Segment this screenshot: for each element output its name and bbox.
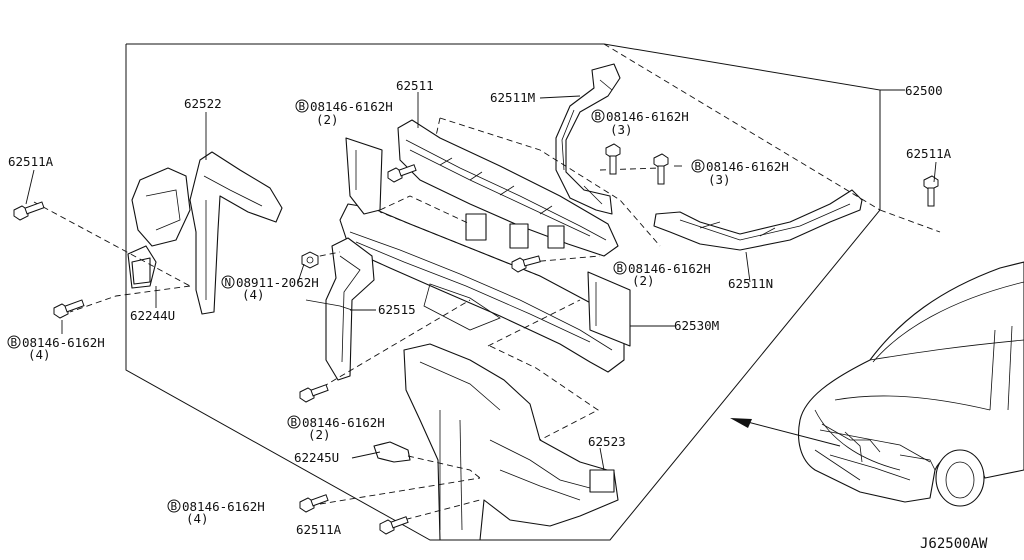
label-62511A-bottom: 62511A (296, 522, 342, 537)
callout-bolt-left: B 08146-6162H (4) (7, 335, 105, 362)
callout-bolt-mid-center: B 08146-6162H (2) (287, 415, 385, 442)
callout-bolt-mid-right: B 08146-6162H (2) (613, 261, 711, 288)
assembly-outline (125, 43, 905, 541)
callout-nut-center: N 08911-2062H (4) (221, 275, 319, 302)
upper-core-support (397, 119, 619, 257)
label-62515: 62515 (378, 302, 416, 317)
bolt-icon (653, 153, 669, 185)
svg-text:(4): (4) (242, 287, 265, 302)
label-62511: 62511 (396, 78, 434, 93)
side-member-62511M (555, 63, 621, 215)
vehicle-illustration (797, 261, 1024, 507)
svg-text:08146-6162H: 08146-6162H (302, 415, 385, 430)
svg-text:(3): (3) (610, 122, 633, 137)
callout-bolt-top-right: B 08146-6162H (3) (591, 109, 689, 137)
svg-text:(4): (4) (28, 347, 51, 362)
svg-text:(2): (2) (632, 273, 655, 288)
bolt-icon (13, 201, 45, 221)
svg-text:08911-2062H: 08911-2062H (236, 275, 319, 290)
svg-text:(4): (4) (186, 511, 209, 526)
bolt-icon (299, 384, 329, 403)
clip-62245U (373, 441, 411, 463)
bolt-icon (511, 255, 541, 273)
bracket-62515 (305, 137, 383, 381)
label-62500: 62500 (905, 83, 943, 98)
side-member-62511N (653, 189, 863, 251)
svg-text:08146-6162H: 08146-6162H (606, 109, 689, 124)
label-62511N: 62511N (728, 276, 773, 291)
label-62511A-right: 62511A (906, 146, 952, 161)
leader-lines (25, 92, 937, 471)
callout-labels: 62500 62511 62511M 62511N 62511A 62511A … (7, 78, 988, 552)
svg-text:08146-6162H: 08146-6162H (22, 335, 105, 350)
svg-text:(2): (2) (316, 112, 339, 127)
bolt-icon (299, 494, 329, 513)
diagram-reference-code: J62500AW (920, 536, 988, 552)
direction-arrow (730, 418, 841, 447)
clip-62244U (131, 257, 151, 285)
label-62511M: 62511M (490, 90, 535, 105)
nut-symbol: N (225, 276, 232, 289)
svg-text:(2): (2) (308, 427, 331, 442)
nut-icon (301, 251, 319, 269)
bolt-symbol: B (695, 160, 702, 173)
bolt-symbol: B (291, 416, 298, 429)
bolt-icon (379, 516, 409, 535)
label-62244U: 62244U (130, 308, 175, 323)
bolt-icon (387, 164, 417, 183)
label-62245U: 62245U (294, 450, 339, 465)
bolt-icon (923, 175, 939, 207)
label-62511A-left: 62511A (8, 154, 54, 169)
panel-62530M (587, 271, 631, 347)
svg-text:(3): (3) (708, 172, 731, 187)
bolt-icon (605, 143, 621, 175)
label-62530M: 62530M (674, 318, 719, 333)
bolt-symbol: B (595, 110, 602, 123)
bolt-symbol: B (11, 336, 18, 349)
bolt-symbol: B (617, 262, 624, 275)
bolt-icon (53, 299, 85, 319)
lower-member-62523 (403, 343, 619, 541)
callout-bolt-bottom-left: B 08146-6162H (4) (167, 499, 265, 526)
svg-text:08146-6162H: 08146-6162H (182, 499, 265, 514)
label-62522: 62522 (184, 96, 222, 111)
callout-bolt-top-center: B 08146-6162H (2) (295, 99, 393, 127)
svg-text:08146-6162H: 08146-6162H (310, 99, 393, 114)
bolt-symbol: B (171, 500, 178, 513)
label-62523: 62523 (588, 434, 626, 449)
dashed-guides (33, 43, 941, 523)
svg-text:08146-6162H: 08146-6162H (628, 261, 711, 276)
bolt-symbol: B (299, 100, 306, 113)
svg-text:08146-6162H: 08146-6162H (706, 159, 789, 174)
callout-bolt-far-right: B 08146-6162H (3) (691, 159, 789, 187)
